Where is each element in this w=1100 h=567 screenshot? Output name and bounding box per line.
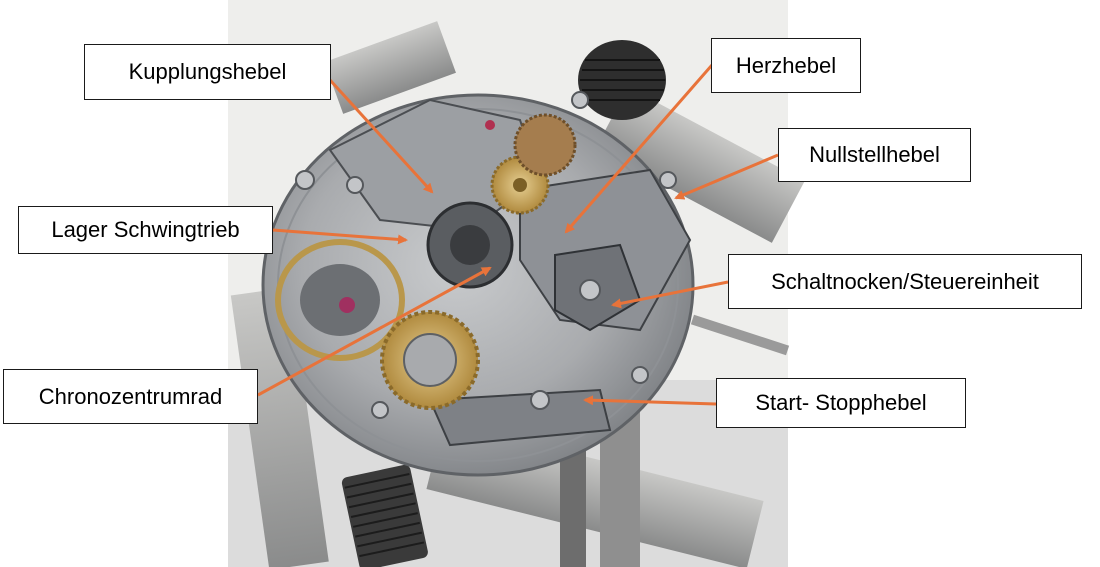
arrows — [257, 64, 779, 406]
label-nullstellhebel: Nullstellhebel — [778, 128, 971, 182]
label-start-stopphebel: Start- Stopphebel — [716, 378, 966, 428]
label-kupplungshebel: Kupplungshebel — [84, 44, 331, 100]
label-herzhebel: Herzhebel — [711, 38, 861, 93]
arrow-start-stopphebel — [583, 395, 717, 406]
arrow-herzhebel — [564, 64, 714, 234]
arrow-nullstellhebel — [674, 153, 779, 200]
arrow-kupplungshebel — [328, 78, 434, 194]
arrow-schaltnocken — [611, 280, 729, 309]
label-lager-schwingtrieb: Lager Schwingtrieb — [18, 206, 273, 254]
label-chronozentrumrad: Chronozentrumrad — [3, 369, 258, 424]
movement-plate — [261, 91, 695, 477]
label-schaltnocken-steuereinheit: Schaltnocken/Steuereinheit — [728, 254, 1082, 309]
arrow-lager-schwingtrieb — [272, 228, 408, 245]
arrow-chronozentrumrad — [257, 266, 492, 397]
